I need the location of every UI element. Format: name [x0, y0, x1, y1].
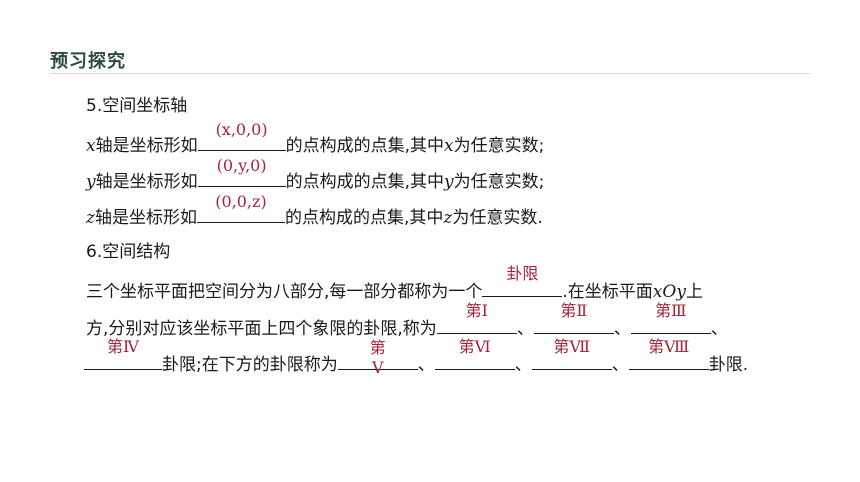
- y-axis-answer: (0,y,0): [216, 156, 267, 175]
- page-title: 预习探究: [50, 51, 126, 72]
- y-post-var: y: [444, 172, 454, 192]
- x-line-post2: 为任意实数;: [453, 136, 545, 156]
- s6-line1-post2: 上: [685, 282, 703, 302]
- octant-1-answer: 第Ⅰ: [465, 301, 488, 320]
- x-post-var: x: [444, 136, 454, 156]
- z-axis-answer-blank: (0,0,z): [196, 193, 285, 223]
- octant-4-blank: 第Ⅳ: [84, 338, 162, 370]
- octant-7-blank: 第Ⅶ: [531, 338, 612, 370]
- section-6-title: 6.空间结构: [86, 242, 171, 262]
- x-var: x: [86, 136, 96, 156]
- x-line-post1: 的点构成的点集,其中: [285, 136, 444, 156]
- y-var: y: [86, 172, 96, 192]
- section-6-line-2: 方,分别对应该坐标平面上四个象限的卦限,称为 第Ⅰ 、 第Ⅱ 、 第Ⅲ 、: [86, 302, 728, 340]
- z-axis-answer: (0,0,z): [215, 192, 267, 211]
- section-6-line-1: 三个坐标平面把空间分为八部分,每一部分都称为一个 卦限 .在坐标平面xOy上: [86, 265, 703, 303]
- octant-8-answer: 第Ⅷ: [648, 337, 690, 356]
- octant-5-blank: 第Ⅴ: [337, 338, 418, 377]
- x-axis-answer-blank: (x,0,0): [197, 121, 286, 151]
- octant-5-answer: 第Ⅴ: [369, 338, 386, 377]
- z-var: z: [86, 208, 95, 228]
- header-divider: [50, 73, 810, 74]
- z-axis-line: z轴是坐标形如(0,0,z)的点构成的点集,其中z为任意实数.: [86, 193, 543, 229]
- octant-answer-blank: 卦限: [482, 265, 563, 297]
- octant-3-blank: 第Ⅲ: [630, 302, 711, 334]
- octant-4-answer: 第Ⅳ: [107, 337, 139, 356]
- z-line-post2: 为任意实数.: [452, 208, 543, 228]
- x-axis-line: x轴是坐标形如(x,0,0)的点构成的点集,其中x为任意实数;: [86, 121, 545, 157]
- octant-answer: 卦限: [506, 264, 539, 283]
- s6-line1-post: .在坐标平面: [562, 282, 653, 302]
- x-axis-answer: (x,0,0): [215, 120, 268, 139]
- sep: 、: [710, 319, 728, 339]
- x-line-pre: 轴是坐标形如: [95, 136, 198, 156]
- s6-line3-post: 卦限.: [708, 355, 749, 375]
- z-line-pre: 轴是坐标形如: [94, 208, 197, 228]
- sep: 、: [611, 355, 629, 375]
- s6-line1-text: 三个坐标平面把空间分为八部分,每一部分都称为一个: [86, 282, 483, 302]
- z-post-var: z: [443, 208, 453, 228]
- y-axis-answer-blank: (0,y,0): [197, 157, 286, 187]
- octant-2-answer: 第Ⅱ: [560, 301, 588, 320]
- y-line-pre: 轴是坐标形如: [95, 172, 198, 192]
- section-5-title: 5.空间坐标轴: [86, 96, 188, 116]
- octant-2-blank: 第Ⅱ: [533, 302, 614, 334]
- y-line-post1: 的点构成的点集,其中: [285, 172, 445, 192]
- octant-6-blank: 第Ⅵ: [434, 338, 515, 370]
- z-line-post1: 的点构成的点集,其中: [284, 208, 444, 228]
- s6-line3-text: 卦限;在下方的卦限称为: [162, 355, 338, 375]
- s6-line2-text: 方,分别对应该坐标平面上四个象限的卦限,称为: [86, 319, 437, 339]
- y-axis-line: y轴是坐标形如(0,y,0)的点构成的点集,其中y为任意实数;: [86, 157, 545, 193]
- sep: 、: [514, 355, 532, 375]
- plane-xoy: xOy: [652, 282, 686, 302]
- octant-6-answer: 第Ⅵ: [458, 337, 491, 356]
- octant-1-blank: 第Ⅰ: [436, 302, 517, 334]
- y-line-post2: 为任意实数;: [453, 172, 545, 192]
- sep: 、: [613, 319, 631, 339]
- octant-8-blank: 第Ⅷ: [628, 338, 709, 370]
- sep: 、: [516, 319, 534, 339]
- octant-3-answer: 第Ⅲ: [655, 301, 687, 320]
- sep: 、: [417, 355, 435, 375]
- octant-7-answer: 第Ⅶ: [553, 337, 591, 356]
